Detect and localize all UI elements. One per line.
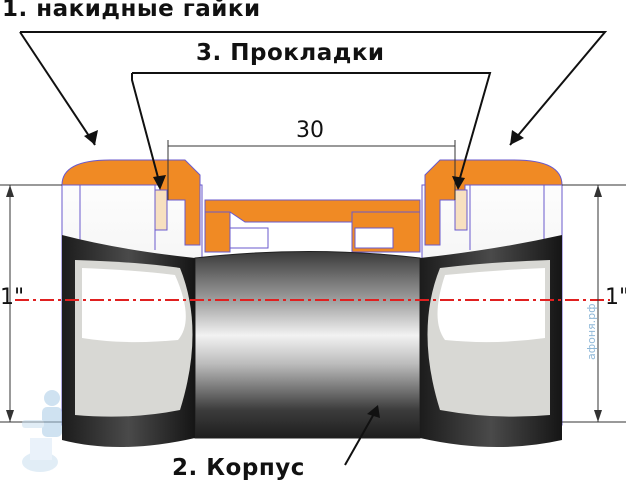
plumber-mascot-icon	[22, 390, 62, 472]
site-watermark: афоня.рф	[585, 303, 598, 360]
center-coupling	[204, 199, 421, 253]
right-thread-size: 1"	[605, 285, 626, 310]
left-union-nut	[61, 159, 201, 246]
nuts-leader-lines	[19, 31, 608, 146]
right-gasket	[454, 189, 468, 231]
right-thread-dimension	[562, 184, 626, 423]
length-dimension	[167, 140, 456, 200]
left-thread-size: 1"	[0, 285, 25, 310]
body-leader-line	[344, 405, 380, 466]
left-gasket	[154, 189, 168, 231]
body-label: 2. Корпус	[172, 455, 305, 481]
gaskets-label: 3. Прокладки	[196, 40, 385, 66]
fitting-body	[62, 235, 562, 448]
length-dimension-value: 30	[296, 118, 324, 143]
nuts-label: 1. накидные гайки	[2, 0, 261, 22]
gaskets-leader-lines	[131, 72, 492, 190]
